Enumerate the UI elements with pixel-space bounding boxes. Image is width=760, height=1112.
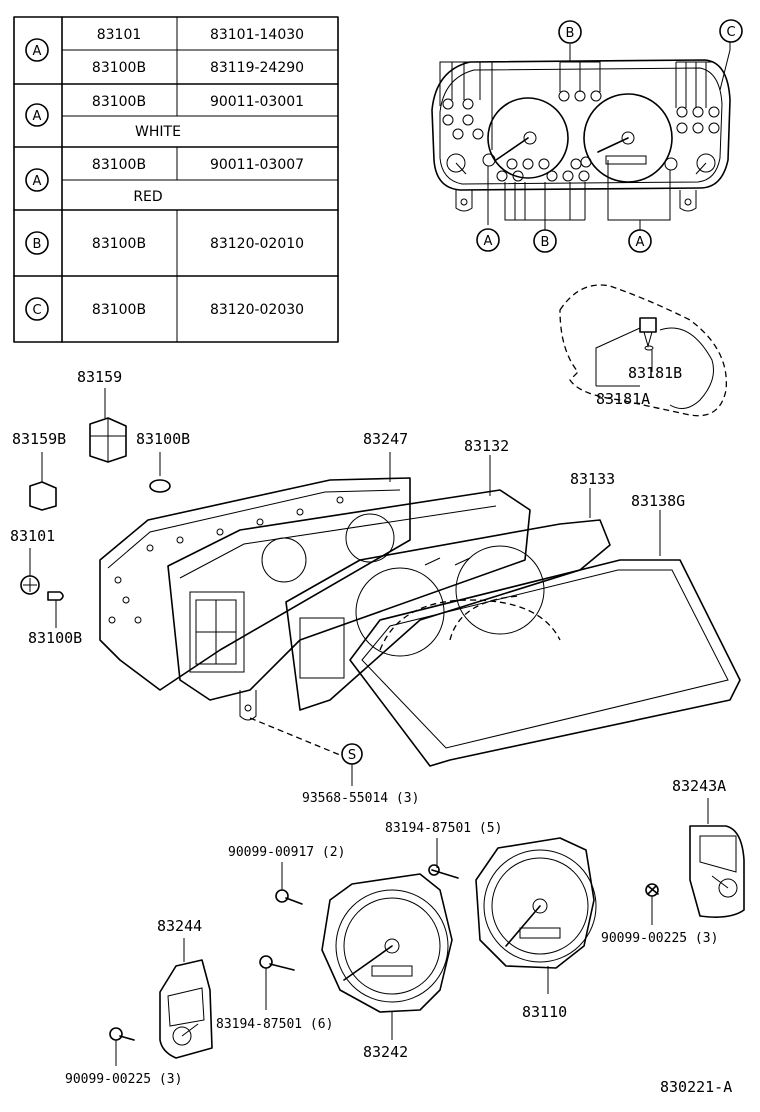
bulb-reference-table: A 83101 83101-14030 83100B 83119-24290 A… [13,16,339,343]
part-label: 90099-00225 (3) [601,931,718,946]
cell-ref: 83100B [92,157,146,173]
part-label: 93568-55014 (3) [302,791,419,806]
row-marker: A [33,174,42,189]
part-label: 83243A [672,777,726,795]
cluster-glass [349,559,741,767]
part-label: 83242 [363,1043,408,1061]
rear-speedo-housing [583,93,673,183]
socket-icon [29,481,57,511]
table-row: A 83100B 90011-03001 WHITE [25,94,304,140]
row-marker: A [33,109,42,124]
callout-circle-b [558,20,582,44]
row-marker: C [32,303,41,318]
part-label: 83181B [628,364,682,382]
callout-letter: A [636,235,645,250]
part-label: 83194-87501 (6) [216,1017,333,1032]
speedometer-icon [475,837,595,969]
cell-ref: 83100B [92,94,146,110]
table-row: B 83100B 83120-02010 [25,231,304,255]
part-label: 83244 [157,917,202,935]
cell-part: 83120-02030 [210,302,304,318]
tachometer-icon [321,873,453,1013]
callout-letter: S [348,748,356,763]
color-note: WHITE [135,124,181,140]
cluster-assembly: 83247 83132 83133 83138G S 93568-55014 (… [99,430,741,806]
bulb-icon [149,479,171,493]
wedge-bulb-icon [47,591,64,601]
callout-circle-a [628,229,652,253]
cell-part: 90011-03001 [210,94,304,110]
callout-letter: B [566,26,575,41]
part-label: 83133 [570,470,615,488]
table-row: A 83100B 90011-03007 RED [25,157,304,205]
part-label: 90099-00225 (3) [65,1072,182,1087]
table-row: C 83100B 83120-02030 [25,297,304,321]
callout-circle-b [533,229,557,253]
cell-part: 83101-14030 [210,27,304,43]
socket-icon [20,575,40,595]
color-note: RED [133,189,162,205]
callout-circle-b [25,231,49,255]
fuel-gauge-icon [689,825,745,918]
callout-circle-a [476,228,500,252]
part-label: 83100B [28,629,82,647]
callout-letter: B [541,235,550,250]
callout-circle-a [25,103,49,127]
socket-detail-icon [639,317,657,333]
cell-ref: 83100B [92,302,146,318]
part-label: 83132 [464,437,509,455]
bulb-sockets [442,90,720,182]
cell-ref: 83100B [92,236,146,252]
part-label: 83181A [596,390,650,408]
meter-rear-view: B C A B A [431,19,743,253]
screw-icon [259,955,273,969]
meter-case [167,489,531,701]
screw-icon [431,869,459,879]
dial-plate [285,519,611,711]
part-label: 83100B [136,430,190,448]
screw-icon [275,889,289,903]
part-label: 83159 [77,368,122,386]
part-label: 83194-87501 (5) [385,821,502,836]
cell-part: 83120-02010 [210,236,304,252]
part-label: 83101 [10,527,55,545]
callout-circle-a [25,38,49,62]
callout-circle-a [25,168,49,192]
part-label: 83159B [12,430,66,448]
gauges: 83243A 90099-00225 (3) 83194-87501 (5) 9… [65,777,745,1096]
cell-part: 90011-03007 [210,157,304,173]
printed-circuit [99,477,411,691]
socket-detail-view: 83181B 83181A [559,284,728,417]
part-label: 90099-00917 (2) [228,845,345,860]
cell-part: 83119-24290 [210,60,304,76]
cell-ref: 83100B [92,60,146,76]
screw-icon [109,1027,123,1041]
rear-tach-housing [487,97,569,179]
callout-circle-c [25,297,49,321]
callout-circle-c [719,19,743,43]
row-marker: A [33,44,42,59]
cell-ref: 83101 [97,27,142,43]
temperature-gauge-icon [159,959,213,1059]
small-parts: 83159 83159B 83100B 83101 83100B [10,368,190,647]
part-label: 83110 [522,1003,567,1021]
callout-letter: C [726,25,735,40]
diagram-id: 830221-A [660,1078,732,1096]
callout-letter: A [484,234,493,249]
row-marker: B [33,237,42,252]
part-label: 83138G [631,492,685,510]
table-row: A 83101 83101-14030 83100B 83119-24290 [25,27,304,76]
part-label: 83247 [363,430,408,448]
